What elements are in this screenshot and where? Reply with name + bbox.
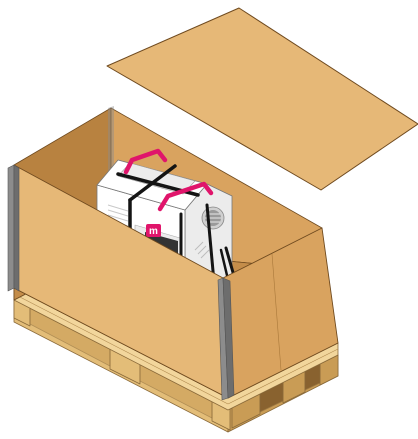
printer-fan	[202, 207, 224, 229]
brand-logo-letter: m	[149, 226, 158, 237]
corner-post-left	[8, 165, 14, 291]
